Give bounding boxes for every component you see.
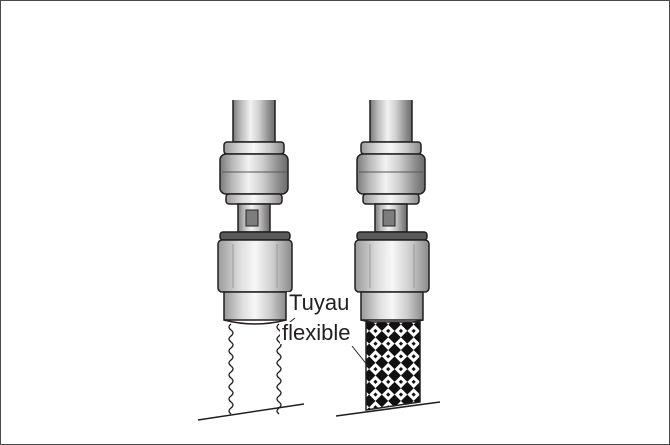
left-fitting [217, 100, 293, 325]
left-corrugated-hose [228, 323, 282, 415]
left-cut-line [197, 403, 305, 421]
right-cut-line [335, 401, 441, 417]
hose-label-line2: flexible [280, 320, 353, 345]
hose-label-line1: Tuyau [287, 290, 352, 315]
right-braided-hose [365, 321, 421, 411]
right-fitting [354, 100, 430, 325]
leader-line-right [351, 345, 369, 367]
